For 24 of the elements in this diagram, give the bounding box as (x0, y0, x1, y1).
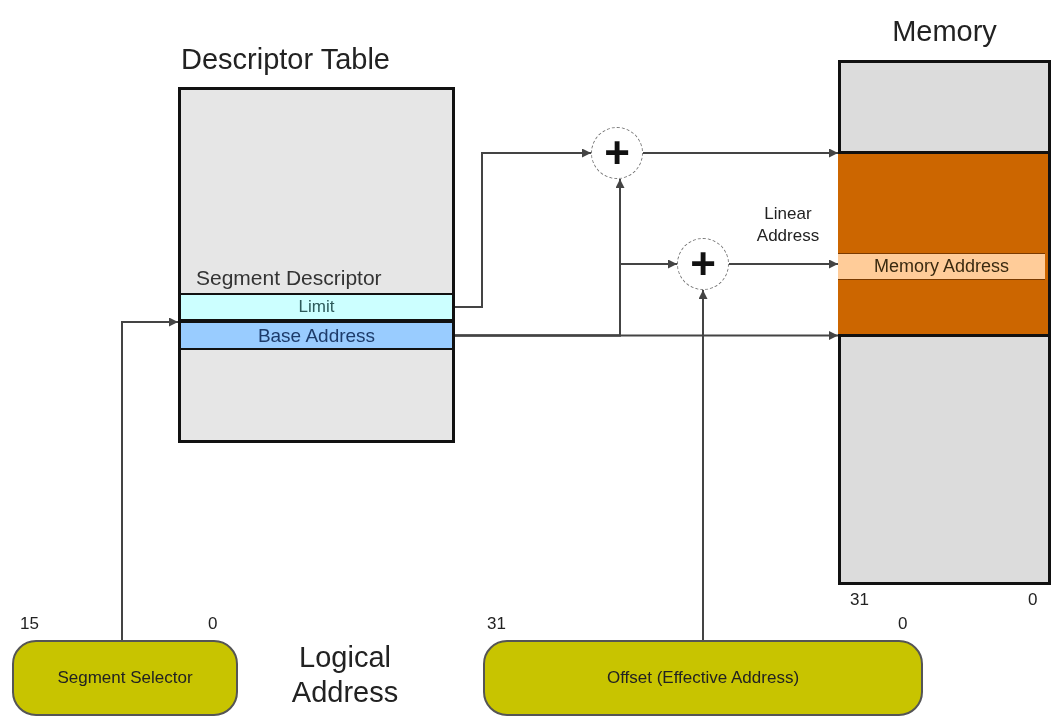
adder-circle: + (591, 127, 643, 179)
logical-address-label: Logical Address (290, 640, 400, 710)
memory-heading: Memory (891, 13, 998, 49)
segment-selector-field: Segment Selector (12, 640, 238, 716)
arrow (121, 317, 179, 641)
arrow (642, 148, 839, 158)
table-heading: Descriptor Table (180, 41, 391, 77)
arrow (454, 331, 839, 340)
memory-segment-region (838, 151, 1048, 337)
bit-number: 0 (208, 614, 218, 634)
arrow (698, 289, 708, 641)
bit-number: 15 (20, 614, 39, 634)
offset-field: Offset (Effective Address) (483, 640, 923, 716)
arrow (454, 148, 592, 308)
base-address-field: Base Address (181, 321, 452, 350)
segment-descriptor-heading: Segment Descriptor (196, 266, 382, 290)
bit-number: 31 (850, 590, 869, 610)
bit-number: 0 (1028, 590, 1038, 610)
adder-circle: + (677, 238, 729, 290)
limit-field: Limit (181, 293, 452, 321)
arrow (728, 259, 839, 269)
memory-address-field: Memory Address (838, 253, 1045, 280)
bit-number: 0 (898, 614, 908, 634)
bit-number: 31 (487, 614, 506, 634)
